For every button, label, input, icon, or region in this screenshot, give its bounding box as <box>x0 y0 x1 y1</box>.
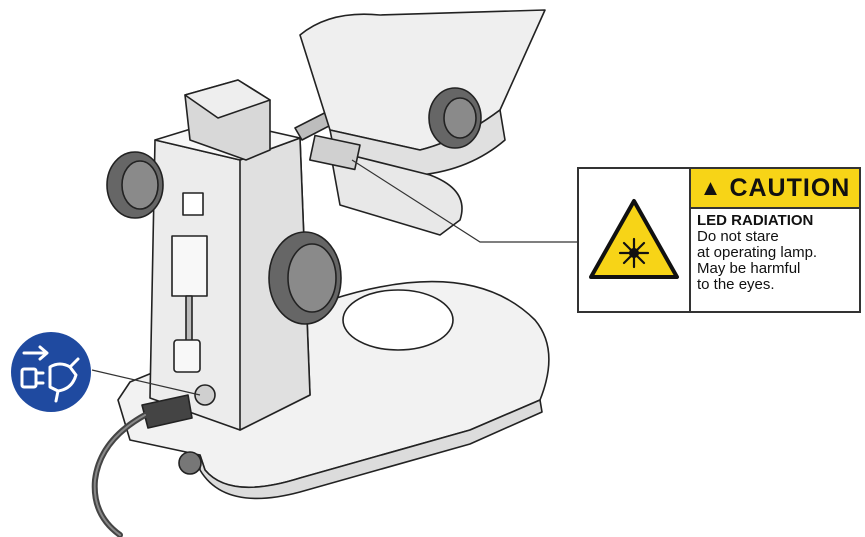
column-window-lower <box>171 235 208 297</box>
warning-triangle-icon: ▲ <box>699 175 722 200</box>
caution-line: May be harmful <box>697 260 801 277</box>
caution-leader-line <box>351 159 577 243</box>
hazard-title: LED RADIATION <box>697 212 814 229</box>
caution-line: to the eyes. <box>697 276 775 293</box>
laser-radiation-warning-icon <box>589 199 679 279</box>
caution-label: ▲ CAUTION LED RADIATION Do not stare at … <box>577 167 861 313</box>
base-opening <box>342 289 454 351</box>
caution-line: at operating lamp. <box>697 244 818 261</box>
power-socket <box>194 384 216 406</box>
focus-knob-left-face <box>121 160 159 210</box>
caution-line: Do not stare <box>697 228 779 245</box>
unplug-leader-line <box>91 369 201 396</box>
caution-symbol-panel <box>579 169 691 311</box>
head-knob-face <box>443 97 477 139</box>
signal-word: CAUTION <box>729 173 851 202</box>
base-button <box>178 451 202 475</box>
light-arm <box>329 149 463 236</box>
optics-carrier <box>299 9 546 151</box>
focus-knob-right-face <box>287 243 337 313</box>
caution-header: ▲ CAUTION <box>691 169 859 209</box>
caution-body: LED RADIATION Do not stare at operating … <box>697 213 853 293</box>
label-plate <box>308 134 361 171</box>
base-front-edge <box>199 399 543 500</box>
column-handle-top <box>184 79 271 119</box>
disconnect-mains-plug-icon <box>11 332 91 412</box>
power-cable-highlight <box>93 414 146 536</box>
column-window-upper <box>182 192 204 216</box>
column-switch <box>173 339 201 373</box>
power-connector <box>141 394 193 429</box>
